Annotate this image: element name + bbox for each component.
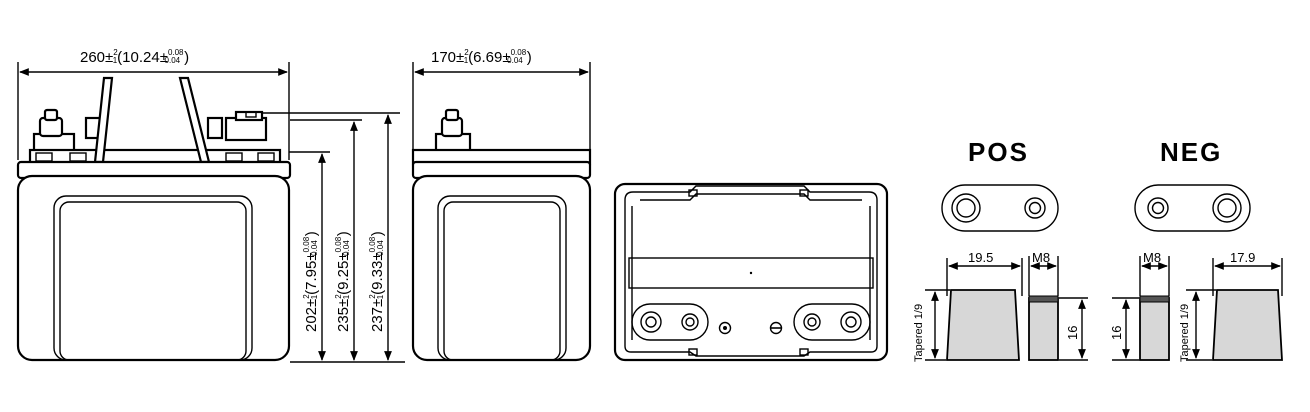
neg-title: NEG xyxy=(1160,137,1222,167)
neg-bolt-label: M8 xyxy=(1143,250,1161,265)
top-left-terminal-pad xyxy=(631,303,709,341)
front-width-tol-sub: 1 xyxy=(113,56,118,65)
neg-tapered-post xyxy=(1212,289,1283,361)
top-right-terminal-neg xyxy=(840,311,862,333)
front-height-terminal-label: 235±21(9.25±0.080.04) xyxy=(334,231,352,332)
pos-terminal-detail: POS 19.5 Tapered 1/9 M8 16 xyxy=(913,137,1088,362)
neg-bolt-height-label: 16 xyxy=(1109,326,1124,340)
front-width-close: ) xyxy=(184,49,189,66)
neg-bolt xyxy=(1139,297,1170,361)
top-minus-marker xyxy=(769,321,783,335)
front-width-imp-sub: 0.04 xyxy=(165,56,181,65)
pos-bolt-label: M8 xyxy=(1032,250,1050,265)
front-terminal-right xyxy=(206,116,224,140)
neg-tapered-label: Tapered 1/9 xyxy=(1179,304,1191,362)
pos-tapered-post xyxy=(946,289,1020,361)
top-view xyxy=(613,182,889,362)
front-case xyxy=(16,174,291,362)
front-height-total-label: 237±21(9.33±0.080.04) xyxy=(368,231,386,332)
pos-bolt-height-label: 16 xyxy=(1065,326,1080,340)
pos-title: POS xyxy=(968,137,1029,167)
neg-top-width-label: 17.9 xyxy=(1230,250,1255,265)
top-plus-marker xyxy=(718,321,732,335)
front-width-tol-sup: 2 xyxy=(113,48,118,57)
top-left-terminal-pos xyxy=(640,311,662,333)
front-height-case-label: 202±21(7.95±0.080.04) xyxy=(302,231,320,332)
front-width-imperial: (10.24± xyxy=(117,49,168,66)
top-right-terminal-pad xyxy=(793,303,871,341)
neg-terminal-top-view xyxy=(1134,184,1251,232)
pos-top-width-label: 19.5 xyxy=(968,250,993,265)
neg-terminal-detail: NEG M8 16 17.9 Tapered 1/9 xyxy=(1109,137,1283,362)
pos-tapered-label: Tapered 1/9 xyxy=(913,304,925,362)
front-width-imp-sup: 0.08 xyxy=(168,48,184,57)
pos-bolt xyxy=(1028,297,1059,361)
pos-terminal-top-view xyxy=(941,184,1059,232)
front-width-main: 260± xyxy=(80,49,113,66)
